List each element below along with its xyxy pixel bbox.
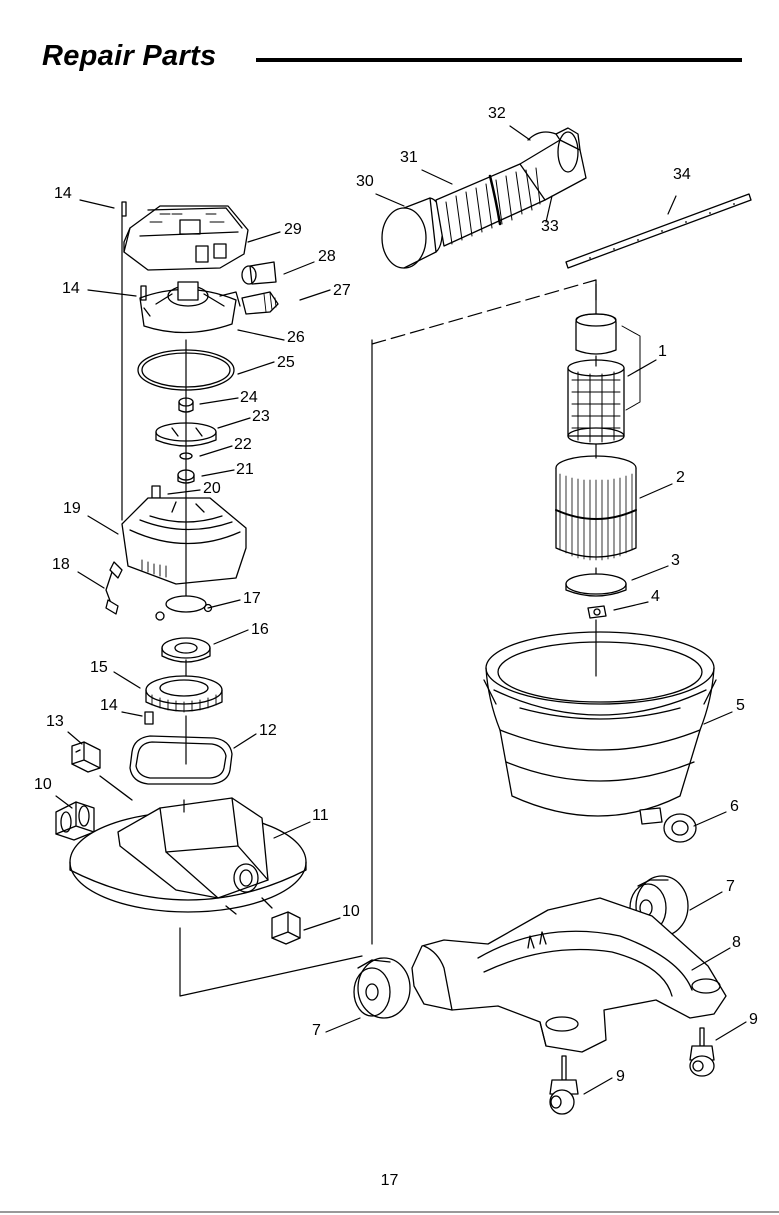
callout-c5: 5: [736, 697, 745, 714]
callout-c10b: 10: [342, 903, 360, 920]
callout-c28: 28: [318, 248, 336, 265]
power-cord: [106, 562, 122, 614]
latch: [72, 742, 132, 800]
callout-c32: 32: [488, 105, 506, 122]
bottom-rule: [0, 1211, 779, 1213]
trim-strip: [566, 194, 751, 268]
callout-c1: 1: [658, 343, 667, 360]
drain-cap: [640, 808, 696, 842]
switch-parts: [242, 262, 278, 314]
callout-c2: 2: [676, 469, 685, 486]
pleated-filter: [556, 456, 636, 560]
motor-cover: [124, 206, 248, 270]
accessory-clips-a: [56, 802, 94, 840]
callout-c34: 34: [673, 166, 691, 183]
callout-c33: 33: [541, 218, 559, 235]
float-cage: [146, 676, 222, 712]
callout-c9b: 9: [616, 1068, 625, 1085]
callout-c12: 12: [259, 722, 277, 739]
screw-14c: [145, 712, 153, 724]
screw-14a: [122, 202, 126, 216]
callout-c11: 11: [312, 807, 329, 824]
tank-lid: [70, 798, 306, 914]
callout-c7a: 7: [726, 878, 735, 895]
caster-a: [690, 1028, 714, 1076]
wheel-b: [354, 958, 410, 1018]
callout-c18: 18: [52, 556, 70, 573]
filter-plate: [566, 574, 626, 594]
caster-b: [550, 1056, 578, 1114]
callout-c27: 27: [333, 282, 351, 299]
tank: [484, 632, 716, 816]
callout-c21: 21: [236, 461, 254, 478]
accessory-clips-b: [272, 912, 300, 944]
callout-c8: 8: [732, 934, 741, 951]
callout-c4: 4: [651, 588, 660, 605]
callout-c23: 23: [252, 408, 270, 425]
motor-base: [122, 498, 246, 584]
motor: [140, 282, 240, 333]
callout-c25: 25: [277, 354, 295, 371]
bearing-parts: [156, 596, 212, 662]
callout-c16: 16: [251, 621, 269, 638]
callout-c7b: 7: [312, 1022, 321, 1039]
callout-c22: 22: [234, 436, 252, 453]
filter-bag: [576, 314, 616, 354]
callout-c19: 19: [63, 500, 81, 517]
callout-c15: 15: [90, 659, 108, 676]
callout-c13: 13: [46, 713, 64, 730]
filter-cage: [568, 360, 624, 444]
callout-c17: 17: [243, 590, 261, 607]
callout-c14c: 14: [100, 697, 118, 714]
callout-c6: 6: [730, 798, 739, 815]
callout-c3: 3: [671, 552, 680, 569]
callout-c14b: 14: [62, 280, 80, 297]
callout-c20: 20: [203, 480, 221, 497]
callout-c14a: 14: [54, 185, 72, 202]
callout-c24: 24: [240, 389, 258, 406]
page-number: 17: [0, 1172, 779, 1190]
callout-c10a: 10: [34, 776, 52, 793]
wing-nut: [588, 606, 606, 618]
callout-c29: 29: [284, 221, 302, 238]
callout-c9a: 9: [749, 1011, 758, 1028]
callout-c31: 31: [400, 149, 418, 166]
callout-c26: 26: [287, 329, 305, 346]
callout-c30: 30: [356, 173, 374, 190]
